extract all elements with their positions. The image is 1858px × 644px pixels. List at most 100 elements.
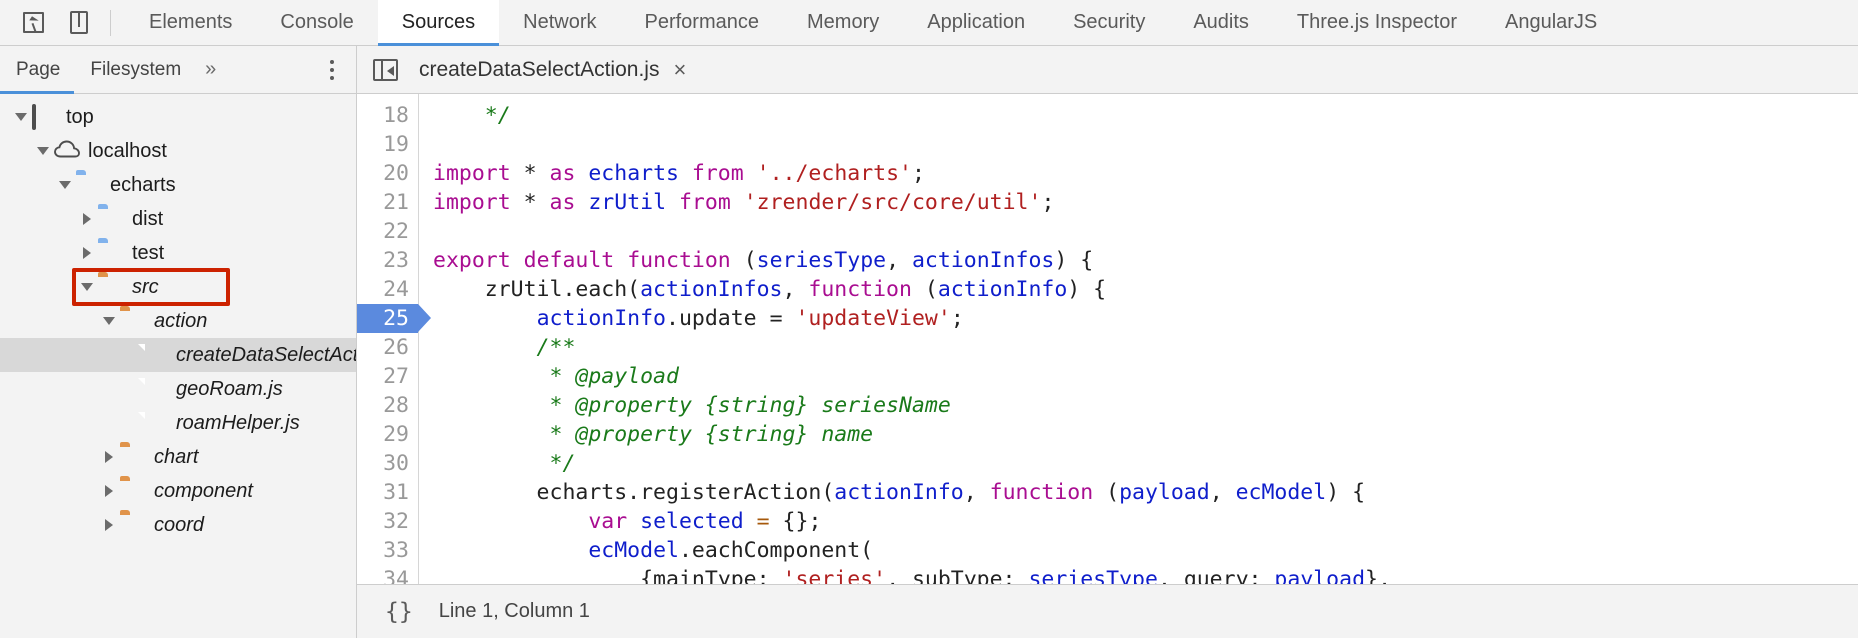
- panel-tab-console[interactable]: Console: [256, 0, 377, 45]
- tree-item-component[interactable]: component: [0, 474, 356, 508]
- tree-item-roamhelper-js[interactable]: roamHelper.js: [0, 406, 356, 440]
- twisty-glyph: [15, 113, 27, 121]
- chevron-down-icon[interactable]: [76, 283, 98, 291]
- line-number[interactable]: 21: [357, 188, 418, 217]
- line-number[interactable]: 27: [357, 362, 418, 391]
- code-token: from: [692, 161, 744, 186]
- code-token: 'zrender/src/core/util': [744, 190, 1042, 215]
- code-token: seriesType: [757, 248, 886, 273]
- code-token: ,: [783, 277, 809, 302]
- panel-tab-elements[interactable]: Elements: [125, 0, 256, 45]
- collapse-navigator-icon: [373, 59, 398, 81]
- editor-status-bar: {} Line 1, Column 1: [357, 584, 1858, 638]
- panel-tab-security[interactable]: Security: [1049, 0, 1169, 45]
- chevron-down-icon[interactable]: [54, 181, 76, 189]
- chevron-right-icon[interactable]: [98, 519, 120, 531]
- code-line: {mainType: 'series', subType: seriesType…: [433, 565, 1858, 584]
- twisty-glyph: [105, 451, 113, 463]
- cloud-icon: [54, 140, 80, 162]
- breakpoint-marker[interactable]: 25: [357, 304, 418, 333]
- chevron-right-icon[interactable]: [76, 247, 98, 259]
- tree-item-georoam-js[interactable]: geoRoam.js: [0, 372, 356, 406]
- chevron-down-icon[interactable]: [32, 147, 54, 155]
- panel-tab-memory[interactable]: Memory: [783, 0, 903, 45]
- twisty-glyph: [83, 247, 91, 259]
- chevron-right-icon[interactable]: [98, 485, 120, 497]
- code-token: [575, 161, 588, 186]
- line-number[interactable]: 29: [357, 420, 418, 449]
- folder-icon: [120, 446, 146, 468]
- line-number[interactable]: 23: [357, 246, 418, 275]
- tree-item-echarts[interactable]: echarts: [0, 168, 356, 202]
- line-number[interactable]: 31: [357, 478, 418, 507]
- tree-item-dist[interactable]: dist: [0, 202, 356, 236]
- tree-item-localhost[interactable]: localhost: [0, 134, 356, 168]
- tree-item-createdataselectaction-js[interactable]: createDataSelectAction.js: [0, 338, 356, 372]
- code-line: export default function (seriesType, act…: [433, 246, 1858, 275]
- tree-item-action[interactable]: action: [0, 304, 356, 338]
- chevron-right-icon[interactable]: [98, 451, 120, 463]
- line-number[interactable]: 33: [357, 536, 418, 565]
- code-editor[interactable]: 181920212223242526272829303132333435 */ …: [357, 94, 1858, 584]
- device-toolbar-icon: [70, 11, 88, 34]
- line-number[interactable]: 20: [357, 159, 418, 188]
- panel-tab-label: Security: [1073, 11, 1145, 34]
- tree-item-src[interactable]: src: [0, 270, 356, 304]
- code-token: echarts: [588, 161, 679, 186]
- panel-tab-network[interactable]: Network: [499, 0, 620, 45]
- code-token: selected: [640, 509, 744, 534]
- source-code-content[interactable]: */ import * as echarts from '../echarts'…: [419, 94, 1858, 584]
- pretty-print-icon[interactable]: {}: [385, 599, 413, 625]
- line-number-gutter[interactable]: 181920212223242526272829303132333435: [357, 94, 419, 584]
- file-icon: [142, 378, 168, 400]
- tree-item-chart[interactable]: chart: [0, 440, 356, 474]
- code-token: actionInfo: [537, 306, 666, 331]
- navigator-tab-filesystem[interactable]: Filesystem: [74, 46, 195, 93]
- navigator-tab-filesystem-label: Filesystem: [90, 59, 181, 81]
- panel-tab-performance[interactable]: Performance: [621, 0, 784, 45]
- code-token: (: [731, 248, 757, 273]
- close-icon[interactable]: ×: [673, 59, 686, 81]
- navigator-tab-page-label: Page: [16, 59, 60, 81]
- line-number[interactable]: 22: [357, 217, 418, 246]
- panel-tab-three-js-inspector[interactable]: Three.js Inspector: [1273, 0, 1481, 45]
- panel-tab-label: Console: [280, 11, 353, 34]
- inspect-element-button[interactable]: [18, 8, 48, 38]
- line-number[interactable]: 28: [357, 391, 418, 420]
- panel-tab-sources[interactable]: Sources: [378, 0, 499, 45]
- code-token: [744, 509, 757, 534]
- code-token: , subType:: [886, 567, 1028, 584]
- panel-tab-audits[interactable]: Audits: [1169, 0, 1273, 45]
- code-line: var selected = {};: [433, 507, 1858, 536]
- navigator-tab-page[interactable]: Page: [0, 46, 74, 93]
- line-number[interactable]: 24: [357, 275, 418, 304]
- line-number[interactable]: 32: [357, 507, 418, 536]
- panel-tab-label: Elements: [149, 11, 232, 34]
- line-number[interactable]: 18: [357, 101, 418, 130]
- code-token: [627, 509, 640, 534]
- tree-item-coord[interactable]: coord: [0, 508, 356, 542]
- tree-item-label: chart: [154, 446, 198, 469]
- code-token: =: [757, 509, 770, 534]
- line-number[interactable]: 34: [357, 565, 418, 584]
- device-toolbar-button[interactable]: [64, 8, 94, 38]
- code-line: import * as echarts from '../echarts';: [433, 159, 1858, 188]
- tree-item-test[interactable]: test: [0, 236, 356, 270]
- line-number[interactable]: 26: [357, 333, 418, 362]
- line-number[interactable]: 19: [357, 130, 418, 159]
- cursor-position-label: Line 1, Column 1: [439, 600, 590, 623]
- line-number[interactable]: 30: [357, 449, 418, 478]
- chevron-down-icon[interactable]: [98, 317, 120, 325]
- code-token: function: [808, 277, 912, 302]
- collapse-navigator-button[interactable]: [357, 46, 413, 93]
- panel-tab-angularjs[interactable]: AngularJS: [1481, 0, 1621, 45]
- chevron-down-icon[interactable]: [10, 113, 32, 121]
- navigator-more-tabs-button[interactable]: »: [195, 46, 226, 93]
- chevron-right-icon[interactable]: [76, 213, 98, 225]
- panel-tab-application[interactable]: Application: [903, 0, 1049, 45]
- code-token: '../echarts': [757, 161, 912, 186]
- editor-file-tab[interactable]: createDataSelectAction.js ×: [413, 46, 700, 93]
- tree-item-top[interactable]: top: [0, 100, 356, 134]
- navigator-options-kebab-icon[interactable]: [320, 46, 356, 93]
